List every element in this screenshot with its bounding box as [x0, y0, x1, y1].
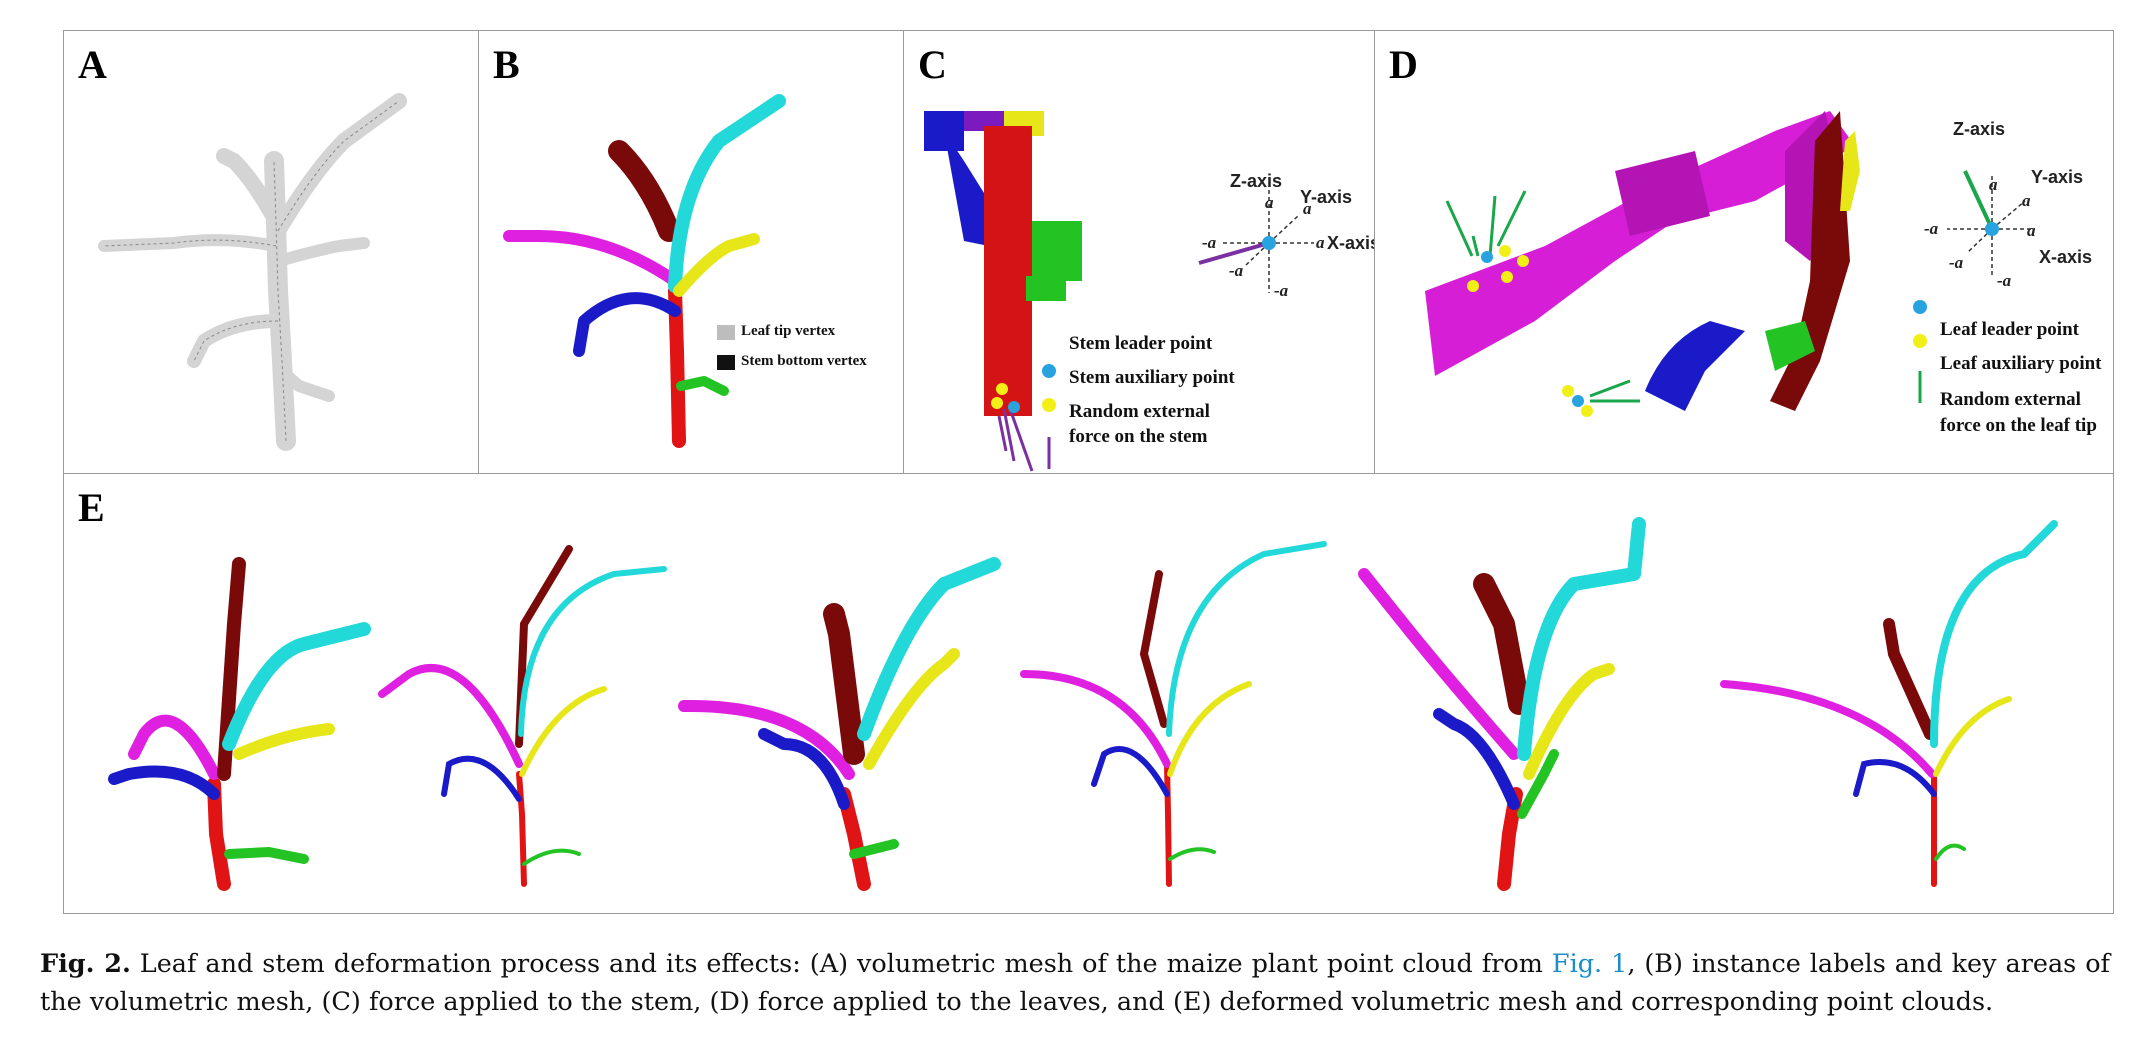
stem-bottom-swatch: [717, 355, 735, 370]
panel-b-labeled-mesh: [503, 94, 786, 448]
leaf-tip-swatch: [717, 325, 735, 340]
leaf-tip-label: Leaf tip vertex: [741, 323, 836, 339]
panel-e: E: [64, 474, 2115, 914]
d-y-axis-label: Y-axis: [2031, 167, 2084, 187]
d-force-label-2: force on the leaf tip: [1940, 415, 2097, 436]
c-z-axis-label: Z-axis: [1230, 171, 1283, 191]
c-a-x: a: [1316, 233, 1325, 252]
c-nega-y: -a: [1229, 261, 1244, 280]
figure-caption: Fig. 2. Leaf and stem deformation proces…: [40, 945, 2110, 1021]
d-leader-label: Leaf leader point: [1940, 319, 2079, 340]
c-nega-z: -a: [1274, 281, 1289, 300]
c-a-z: a: [1265, 193, 1274, 212]
panel-d-leaf-scene: [1425, 111, 2035, 417]
panel-b-letter: B: [493, 42, 520, 87]
panel-b: B Leaf tip vertex Stem bottom vertex: [479, 31, 903, 473]
panel-a-gray-mesh: [98, 93, 407, 451]
c-a-y: a: [1303, 199, 1312, 218]
divider-bc: [903, 31, 904, 473]
panel-a: A: [64, 31, 478, 473]
panel-a-letter: A: [78, 42, 107, 87]
panel-d-letter: D: [1389, 42, 1418, 87]
d-z-axis-label: Z-axis: [1953, 119, 2006, 139]
divider-cd: [1374, 31, 1375, 473]
c-x-axis-label: X-axis: [1327, 233, 1374, 253]
row-divider: [64, 473, 2113, 474]
caption-text-2: , (B) instance labels and key areas of t…: [40, 949, 2110, 1017]
stem-bottom-label: Stem bottom vertex: [741, 353, 867, 369]
d-nega-x: -a: [1924, 219, 1939, 238]
d-x-axis-label: X-axis: [2039, 247, 2093, 267]
d-a-y: a: [2022, 191, 2031, 210]
figure-frame: A B: [63, 30, 2114, 914]
panel-c: C: [904, 31, 1374, 473]
c-force-label-2: force on the stem: [1069, 426, 1208, 447]
c-leader-label: Stem leader point: [1069, 333, 1213, 354]
caption-text-1: Leaf and stem deformation process and it…: [130, 949, 1552, 979]
d-a-x: a: [2027, 221, 2036, 240]
c-y-axis-label: Y-axis: [1300, 187, 1353, 207]
c-nega-x: -a: [1202, 233, 1217, 252]
panel-c-letter: C: [918, 42, 947, 87]
d-a-z: a: [1989, 175, 1998, 194]
caption-figure-link[interactable]: Fig. 1: [1551, 949, 1628, 979]
c-aux-label: Stem auxiliary point: [1069, 367, 1235, 388]
divider-ab: [478, 31, 479, 473]
c-force-label-1: Random external: [1069, 401, 1210, 422]
d-nega-y: -a: [1949, 253, 1964, 272]
d-force-label-1: Random external: [1940, 389, 2081, 410]
panel-c-stem-scene: [924, 111, 1314, 472]
panel-d: D: [1375, 31, 2115, 473]
panel-e-deformed-plants: [108, 517, 2058, 891]
d-nega-z: -a: [1997, 271, 2012, 290]
caption-label: Fig. 2.: [40, 949, 131, 979]
d-aux-label: Leaf auxiliary point: [1940, 353, 2102, 374]
panel-e-letter: E: [78, 485, 105, 530]
